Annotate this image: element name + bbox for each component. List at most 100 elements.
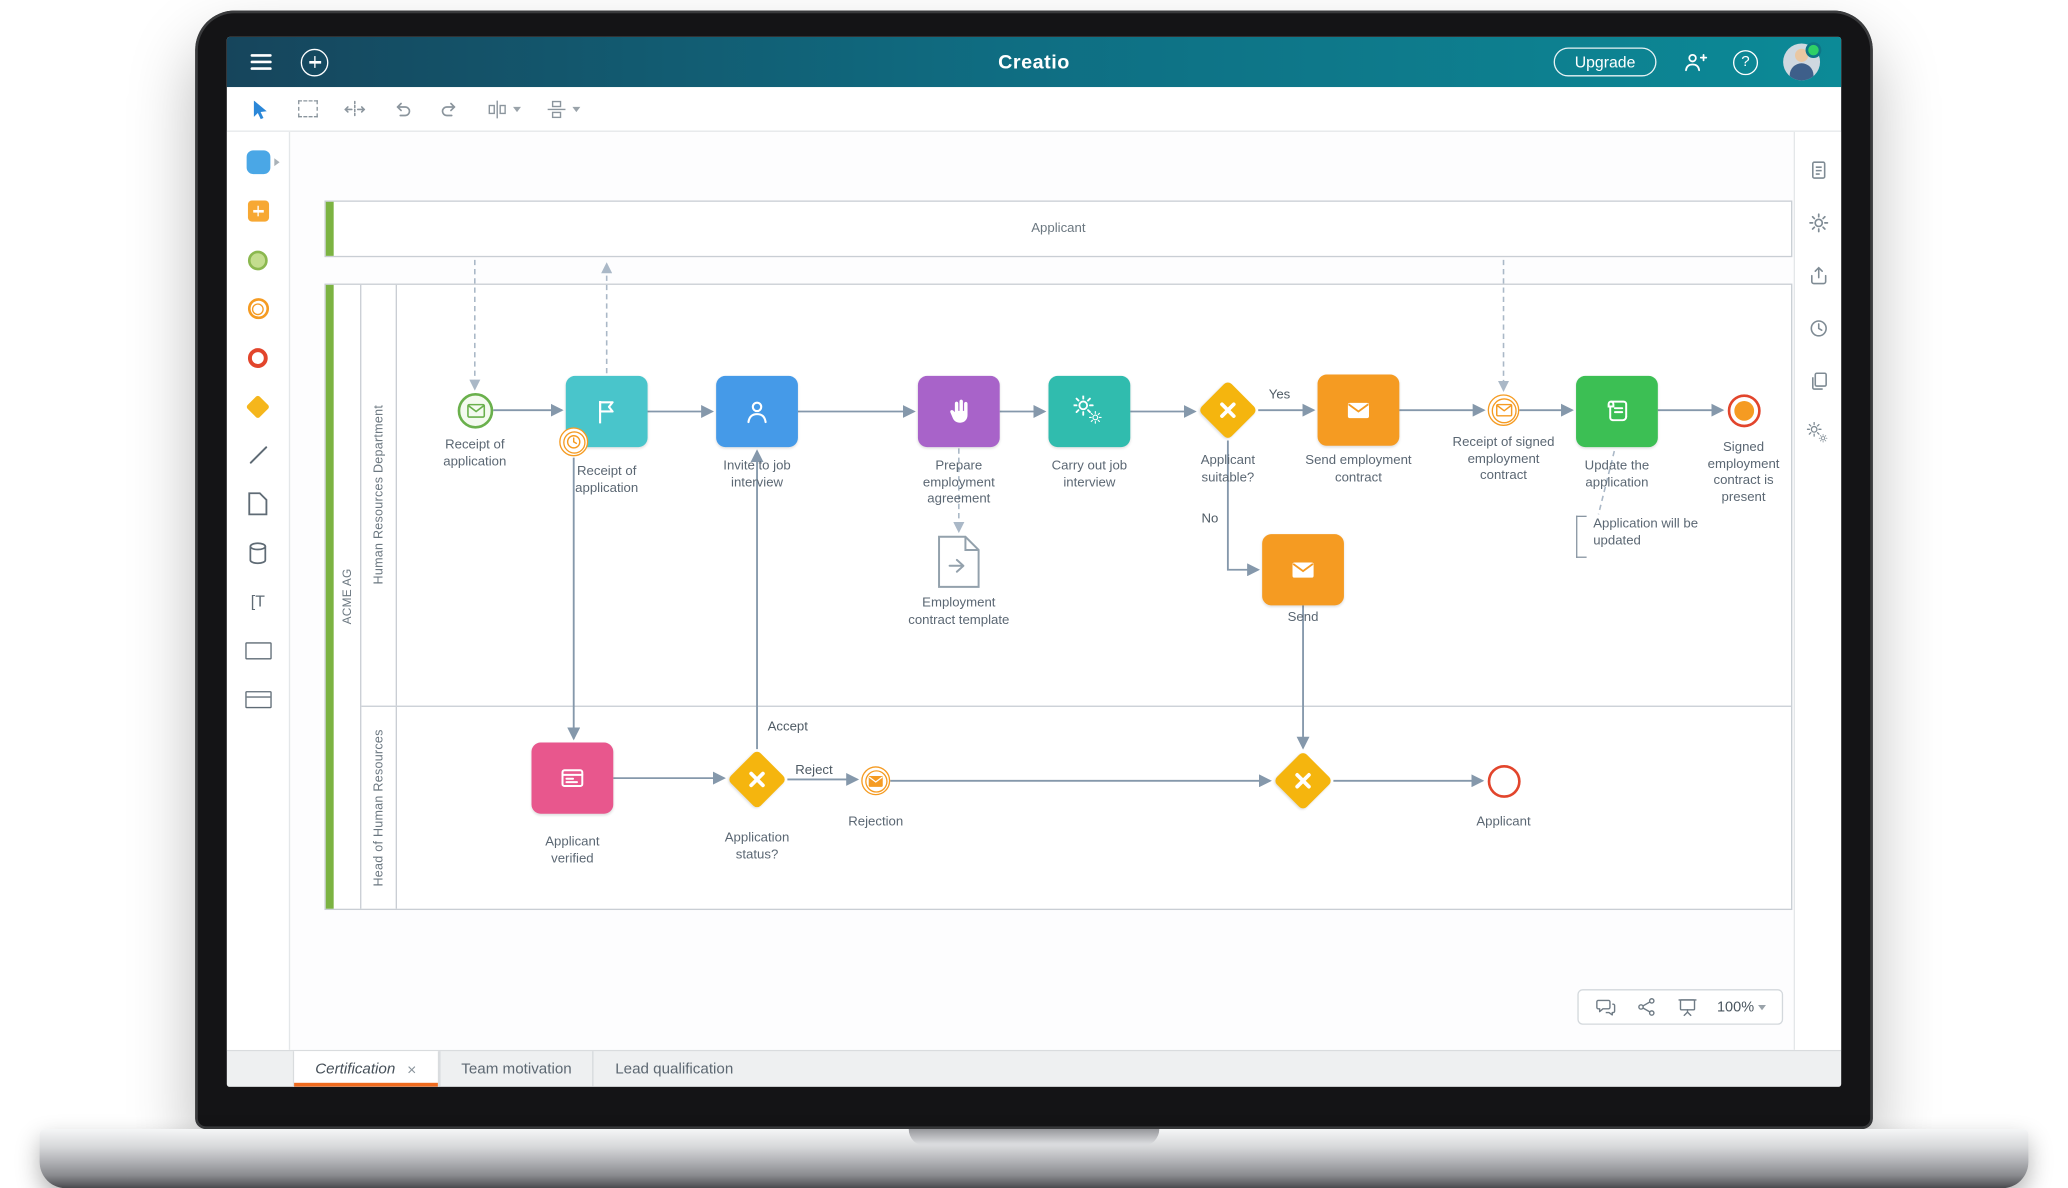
bpmn-task-prepare-agreement[interactable] (917, 375, 1000, 448)
tab-close-icon[interactable]: × (407, 1059, 417, 1079)
tab-label: Team motivation (461, 1061, 572, 1077)
palette-connector-tool[interactable] (242, 439, 274, 471)
bpmn-end-event-applicant[interactable] (1487, 764, 1521, 798)
redo-icon[interactable] (438, 97, 462, 121)
bpmn-event-rejection[interactable] (861, 766, 891, 796)
upgrade-button[interactable]: Upgrade (1553, 47, 1657, 77)
x-marker-icon (1220, 402, 1236, 418)
chevron-down-icon (513, 106, 521, 112)
bpmn-task-send[interactable] (1262, 534, 1344, 606)
right-rail (1793, 131, 1842, 1050)
lasso-select-icon[interactable] (295, 97, 319, 121)
versions-icon[interactable] (1806, 369, 1830, 393)
laptop-base (39, 1128, 2029, 1188)
bpmn-task-invite[interactable] (716, 375, 798, 448)
edge-label-reject: Reject (795, 763, 833, 779)
align-horizontal-control[interactable] (485, 97, 521, 121)
laptop-notch (908, 1128, 1160, 1147)
bpmn-task-interview[interactable] (1048, 375, 1131, 448)
clock-icon (566, 435, 581, 449)
online-status-dot (1805, 42, 1822, 59)
process-settings-icon[interactable] (1806, 421, 1830, 446)
palette-lane-shape[interactable] (242, 683, 274, 715)
process-canvas[interactable]: Applicant ACME AG Human Resources Depart… (290, 132, 1794, 1050)
bpmn-event-receipt-signed[interactable] (1487, 394, 1520, 426)
scroll-icon (1607, 400, 1628, 422)
annotation-bracket (1576, 515, 1587, 558)
palette-database-shape[interactable] (242, 537, 274, 569)
bpmn-task-applicant-verified[interactable] (531, 742, 614, 814)
edge-label-no: No (1201, 511, 1219, 527)
undo-icon[interactable] (390, 97, 414, 121)
user-avatar[interactable] (1783, 42, 1822, 81)
bpmn-boundary-timer-event[interactable] (559, 427, 589, 457)
workspace: [T (226, 131, 1842, 1050)
pool-applicant[interactable]: Applicant (324, 200, 1793, 258)
tab-certification[interactable]: Certification × (292, 1051, 439, 1087)
lane-title: Human Resources Department (361, 284, 397, 706)
pointer-tool-icon[interactable] (248, 97, 272, 121)
palette-task-shape[interactable] (242, 146, 279, 178)
node-label: Prepare employment agreement (922, 458, 995, 507)
palette-intermediate-event-shape[interactable] (242, 293, 274, 325)
node-label: Applicant suitable? (1200, 453, 1255, 485)
bpmn-end-event-signed[interactable] (1727, 394, 1761, 428)
tab-lead-qualification[interactable]: Lead qualification (592, 1051, 755, 1087)
node-label: Carry out job interview (1051, 458, 1128, 490)
envelope-icon (868, 775, 883, 787)
tab-team-motivation[interactable]: Team motivation (438, 1051, 593, 1087)
node-label: Send employment contract (1305, 453, 1412, 485)
node-label: Receipt of application (443, 437, 507, 469)
presentation-icon[interactable] (1676, 996, 1698, 1018)
palette-start-event-shape[interactable] (242, 244, 274, 276)
form-icon (561, 769, 584, 788)
hamburger-menu-icon[interactable] (250, 54, 272, 70)
properties-icon[interactable] (1806, 158, 1830, 182)
creatio-logo: Creatio (998, 50, 1070, 74)
palette-end-event-shape[interactable] (242, 342, 274, 374)
lane-human-resources-department[interactable]: Human Resources Department (361, 284, 1792, 707)
tab-label: Certification (315, 1061, 396, 1077)
shape-palette: [T (226, 131, 291, 1050)
palette-text-tool[interactable]: [T (250, 592, 265, 611)
gears-icon (1073, 395, 1102, 424)
export-icon[interactable] (1806, 264, 1830, 288)
history-icon[interactable] (1806, 317, 1830, 341)
envelope-icon (1347, 402, 1369, 419)
node-label: Update the application (1584, 458, 1650, 490)
palette-pool-shape[interactable] (242, 634, 274, 666)
node-label: Signed employment contract is present (1707, 440, 1780, 505)
zoom-control[interactable]: 100% (1717, 999, 1766, 1015)
align-vertical-control[interactable] (545, 97, 581, 121)
zoom-value: 100% (1716, 999, 1755, 1015)
app-header: Creatio Upgrade ? (226, 36, 1842, 88)
move-spacing-icon[interactable] (343, 97, 367, 121)
bpmn-data-object-contract-template[interactable] (938, 535, 980, 594)
node-label: Receipt of application (575, 464, 639, 496)
add-record-icon[interactable] (300, 48, 329, 76)
bpmn-gateway-status[interactable] (727, 749, 787, 810)
share-icon[interactable] (1635, 996, 1657, 1018)
pool-title: ACME AG (334, 284, 362, 909)
bpmn-gateway-suitable[interactable] (1198, 380, 1258, 441)
bpmn-start-event-receipt[interactable] (457, 393, 494, 429)
bpmn-task-send-contract[interactable] (1317, 374, 1400, 446)
node-label: Send (1287, 610, 1319, 626)
hand-icon (950, 399, 968, 423)
lane-head-of-human-resources[interactable]: Head of Human Resources (361, 706, 1791, 909)
palette-add-shape[interactable] (242, 195, 274, 227)
palette-gateway-shape[interactable] (242, 390, 274, 422)
pool-color-bar (325, 201, 334, 256)
help-icon[interactable]: ? (1733, 49, 1759, 75)
align-horizontal-icon (485, 97, 509, 121)
node-label: Employment contract template (908, 596, 1010, 628)
comments-icon[interactable] (1594, 996, 1616, 1018)
palette-document-shape[interactable] (242, 488, 274, 520)
add-user-icon[interactable] (1682, 49, 1708, 75)
tab-label: Lead qualification (615, 1061, 734, 1077)
settings-gear-icon[interactable] (1806, 211, 1830, 235)
bpmn-gateway-merge[interactable] (1273, 750, 1333, 811)
bpmn-task-update-application[interactable] (1576, 375, 1658, 448)
avatar-photo (1783, 44, 1820, 81)
